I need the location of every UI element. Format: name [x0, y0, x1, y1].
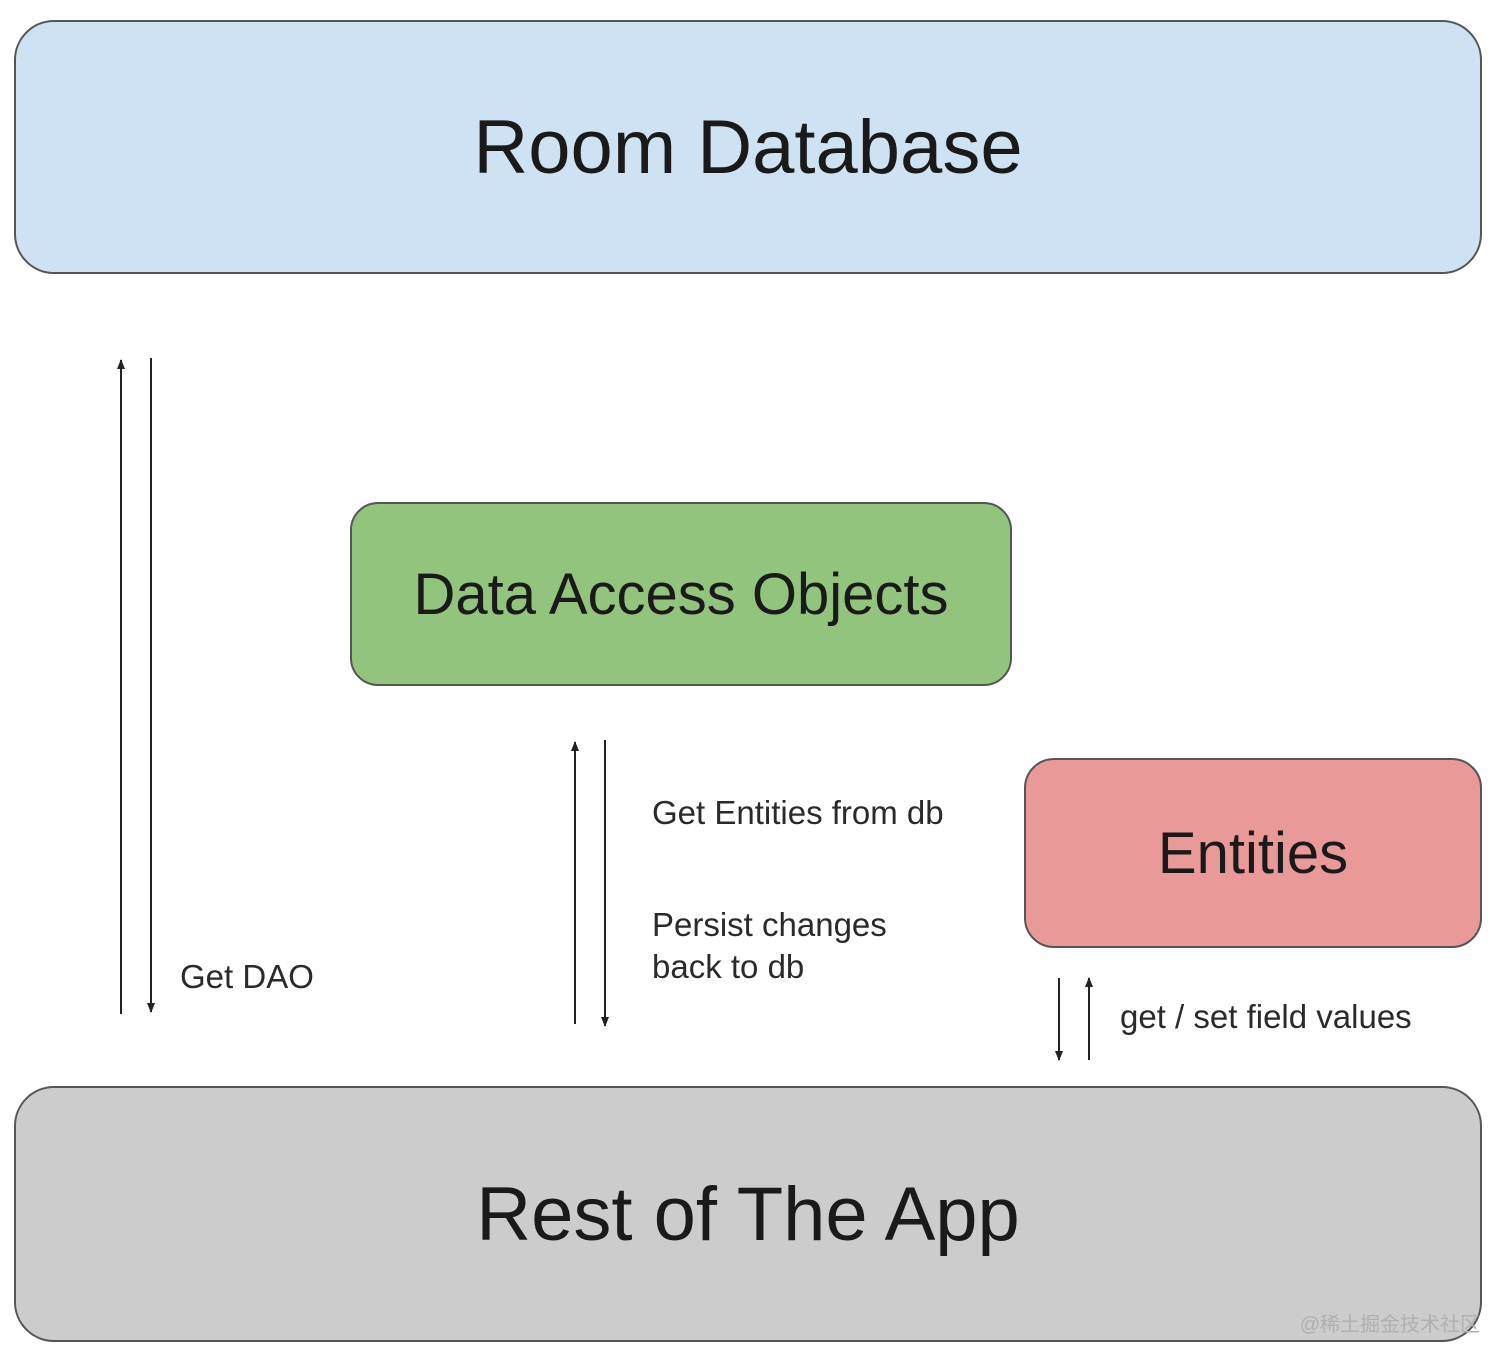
room-database-box: Room Database: [14, 20, 1482, 274]
rest-of-app-box: Rest of The App: [14, 1086, 1482, 1342]
get-dao-label: Get DAO: [180, 958, 314, 995]
get-entities-label: Get Entities from db: [652, 794, 944, 831]
rest-of-app-label: Rest of The App: [476, 1171, 1020, 1257]
watermark-text: @稀土掘金技术社区: [1299, 1314, 1480, 1336]
entities-label: Entities: [1157, 820, 1349, 886]
data-access-objects-box: Data Access Objects: [350, 502, 1012, 686]
data-access-objects-label: Data Access Objects: [413, 561, 949, 627]
persist-changes-label: Persist changes back to db: [652, 906, 887, 985]
field-values-label: get / set field values: [1120, 998, 1412, 1035]
room-database-label: Room Database: [473, 104, 1023, 190]
entities-box: Entities: [1024, 758, 1482, 948]
